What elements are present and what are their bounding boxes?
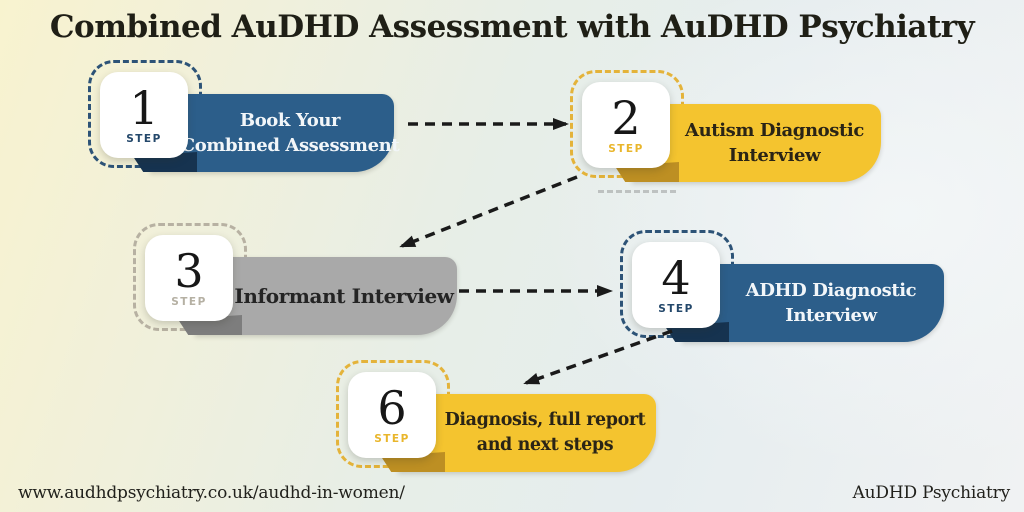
step-2-shadow-dashes	[598, 190, 676, 193]
step-2-banner-text: Autism Diagnostic Interview	[680, 104, 869, 182]
step-2-line2: Interview	[728, 145, 821, 166]
step-2-number-card: 2 STEP	[582, 82, 670, 168]
step-3-step-label: STEP	[171, 296, 207, 308]
step-6-step-label: STEP	[374, 433, 410, 445]
step-2-line1: Autism Diagnostic	[685, 120, 864, 141]
step-3-group: Informant Interview 3 STEP	[133, 223, 457, 335]
step-4-banner: ADHD Diagnostic Interview	[682, 264, 944, 342]
step-1-step-label: STEP	[126, 133, 162, 145]
step-6-banner-text: Diagnosis, full report and next steps	[444, 394, 646, 472]
step-1-number-card: 1 STEP	[100, 72, 188, 158]
step-1-line1: Book Your	[239, 110, 341, 131]
step-2-banner: Autism Diagnostic Interview	[632, 104, 881, 182]
step-2-group: Autism Diagnostic Interview 2 STEP	[570, 70, 881, 182]
step-2-step-label: STEP	[608, 143, 644, 155]
infographic-title: Combined AuDHD Assessment with AuDHD Psy…	[49, 9, 975, 45]
step-4-number: 4	[661, 251, 691, 305]
step-6-number-card: 6 STEP	[348, 372, 436, 458]
step-1-group: Book Your Combined Assessment 1 STEP	[88, 60, 400, 172]
step-6-line1: Diagnosis, full report	[444, 410, 646, 430]
step-4-step-label: STEP	[658, 303, 694, 315]
step-6-group: Diagnosis, full report and next steps 6 …	[336, 360, 656, 472]
step-1-banner-text: Book Your Combined Assessment	[181, 94, 400, 172]
step-4-banner-text: ADHD Diagnostic Interview	[730, 264, 932, 342]
footer-brand: AuDHD Psychiatry	[852, 483, 1011, 503]
step-3-line1: Informant Interview	[234, 283, 454, 308]
step-3-banner: Informant Interview	[195, 257, 457, 335]
footer-url: www.audhdpsychiatry.co.uk/audhd-in-women…	[18, 483, 405, 503]
step-3-number-card: 3 STEP	[145, 235, 233, 321]
arrow-step4-to-step6	[523, 329, 673, 385]
step-1-line2: Combined Assessment	[180, 135, 400, 156]
arrow-step2-to-step3	[399, 175, 578, 248]
step-4-line1: ADHD Diagnostic	[745, 280, 917, 301]
step-4-number-card: 4 STEP	[632, 242, 720, 328]
step-3-number: 3	[174, 244, 204, 298]
step-6-line2: and next steps	[476, 435, 614, 455]
step-1-number: 1	[129, 81, 159, 135]
step-4-line2: Interview	[785, 305, 877, 326]
step-4-group: ADHD Diagnostic Interview 4 STEP	[620, 230, 944, 342]
step-3-banner-text: Informant Interview	[234, 257, 454, 335]
step-2-number: 2	[611, 91, 641, 145]
step-6-number: 6	[377, 381, 407, 435]
